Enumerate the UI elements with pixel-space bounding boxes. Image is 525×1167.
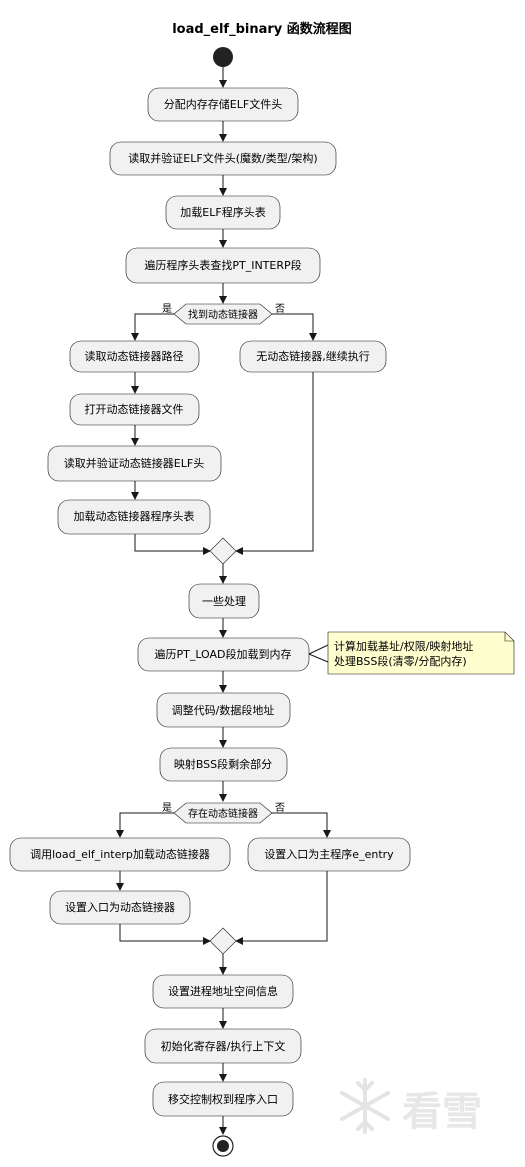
action-read-interp-elf: 读取并验证动态链接器ELF头: [47, 445, 222, 482]
branch-no-label: 否: [275, 303, 285, 315]
action-map-bss: 映射BSS段剩余部分: [159, 747, 288, 782]
action-label: 设置入口为主程序e_entry: [264, 847, 394, 861]
action-alloc-header: 分配内存存储ELF文件头: [147, 87, 299, 122]
action-read-verify-header: 读取并验证ELF文件头(魔数/类型/架构): [109, 141, 337, 176]
action-label: 遍历程序头表查找PT_INTERP段: [144, 258, 301, 272]
action-no-interp: 无动态链接器,继续执行: [239, 340, 387, 373]
action-label: 遍历PT_LOAD段加载到内存: [154, 647, 291, 661]
diagram-title: load_elf_binary 函数流程图: [172, 21, 352, 37]
branch-no-label: 否: [275, 802, 285, 814]
merge-node: [209, 927, 237, 955]
action-label: 移交控制权到程序入口: [168, 1092, 278, 1106]
kanxue-watermark: 看雪: [340, 1078, 482, 1135]
decision-label: 存在动态链接器: [188, 807, 258, 820]
action-label: 无动态链接器,继续执行: [256, 349, 370, 363]
action-set-entry-interp: 设置入口为动态链接器: [49, 890, 191, 925]
branch-yes-label: 是: [162, 303, 172, 315]
action-open-interp: 打开动态链接器文件: [69, 393, 200, 426]
action-label: 设置进程地址空间信息: [168, 984, 278, 998]
action-call-load-interp: 调用load_elf_interp加载动态链接器: [9, 837, 231, 872]
action-load-phdr: 加载ELF程序头表: [165, 195, 281, 230]
connectors: [116, 67, 331, 1135]
action-transfer-control: 移交控制权到程序入口: [152, 1081, 294, 1117]
note-line-1: 计算加载基址/权限/映射地址: [334, 639, 473, 653]
action-adjust-segments: 调整代码/数据段地址: [156, 692, 291, 728]
merge-node: [209, 537, 237, 565]
action-load-interp-phdr: 加载动态链接器程序头表: [57, 499, 211, 535]
start-node: [213, 47, 233, 67]
action-find-interp: 遍历程序头表查找PT_INTERP段: [125, 247, 321, 284]
branch-yes-label: 是: [162, 802, 172, 814]
action-label: 打开动态链接器文件: [85, 402, 184, 416]
action-init-regs: 初始化寄存器/执行上下文: [144, 1028, 302, 1064]
action-read-interp-path: 读取动态链接器路径: [69, 340, 200, 373]
decision-has-interp: 存在动态链接器 是 否: [162, 802, 285, 824]
action-label: 加载动态链接器程序头表: [74, 509, 195, 523]
action-label: 设置入口为动态链接器: [65, 900, 175, 914]
action-label: 调整代码/数据段地址: [172, 703, 275, 717]
action-label: 分配内存存储ELF文件头: [164, 97, 282, 111]
action-load-pt-load: 遍历PT_LOAD段加载到内存: [137, 637, 310, 672]
action-label: 调用load_elf_interp加载动态链接器: [30, 847, 210, 861]
action-label: 一些处理: [202, 594, 246, 608]
action-label: 读取并验证ELF文件头(魔数/类型/架构): [128, 151, 317, 165]
snowflake-icon: [340, 1078, 390, 1134]
action-setup-addr-space: 设置进程地址空间信息: [152, 974, 294, 1009]
decision-label: 找到动态链接器: [188, 308, 258, 321]
action-label: 读取动态链接器路径: [85, 349, 184, 363]
action-label: 映射BSS段剩余部分: [174, 757, 272, 771]
action-label: 加载ELF程序头表: [180, 205, 265, 219]
action-some-processing: 一些处理: [188, 583, 260, 619]
action-set-entry-main: 设置入口为主程序e_entry: [247, 837, 411, 872]
end-node: [212, 1135, 234, 1157]
action-label: 读取并验证动态链接器ELF头: [64, 456, 204, 470]
decision-found-interp: 找到动态链接器 是 否: [162, 303, 285, 325]
watermark-text: 看雪: [402, 1089, 482, 1135]
note-line-2: 处理BSS段(清零/分配内存): [334, 654, 467, 668]
action-label: 初始化寄存器/执行上下文: [161, 1039, 286, 1053]
note-load-details: 计算加载基址/权限/映射地址 处理BSS段(清零/分配内存): [308, 631, 515, 675]
